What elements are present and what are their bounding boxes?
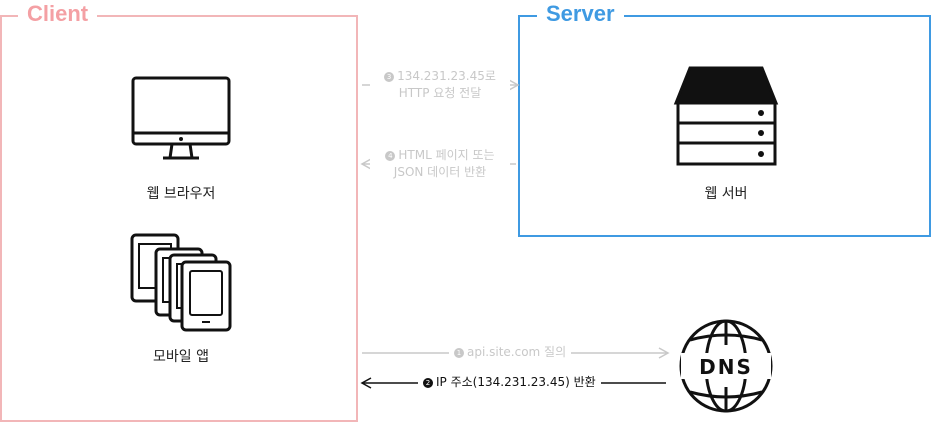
- step-3-line2: HTTP 요청 전달: [398, 86, 482, 100]
- step-2-label: IP 주소(134.231.23.45) 반환: [436, 375, 596, 389]
- server-led-2: [758, 130, 764, 136]
- step-2-badge: 2: [423, 378, 433, 388]
- step-3-line1: 134.231.23.45로: [397, 69, 496, 83]
- step-1-badge: 1: [454, 348, 464, 358]
- monitor-icon: [131, 76, 231, 160]
- step-4-line2: JSON 데이터 반환: [393, 165, 487, 179]
- server-box: [518, 15, 931, 237]
- mobile-app-label: 모바일 앱: [153, 349, 209, 365]
- step-4-badge: 4: [385, 151, 396, 161]
- step-4-line1: HTML 페이지 또는: [398, 148, 495, 162]
- step-1-label: api.site.com 질의: [467, 345, 567, 359]
- server-led-1: [758, 110, 764, 116]
- server-title: Server: [537, 1, 624, 27]
- dns-label: DNS: [699, 355, 753, 379]
- web-server-label: 웹 서버: [704, 186, 748, 202]
- tablet-stack-icon: [130, 233, 232, 332]
- web-browser-label: 웹 브라우저: [146, 186, 216, 202]
- dns-label-background: [681, 353, 771, 379]
- server-rack-icon: [673, 66, 779, 166]
- client-title: Client: [18, 1, 98, 27]
- monitor-power-dot: [179, 137, 183, 141]
- step-3-badge: 3: [384, 72, 395, 82]
- server-led-3: [758, 151, 764, 157]
- client-box: [0, 15, 358, 422]
